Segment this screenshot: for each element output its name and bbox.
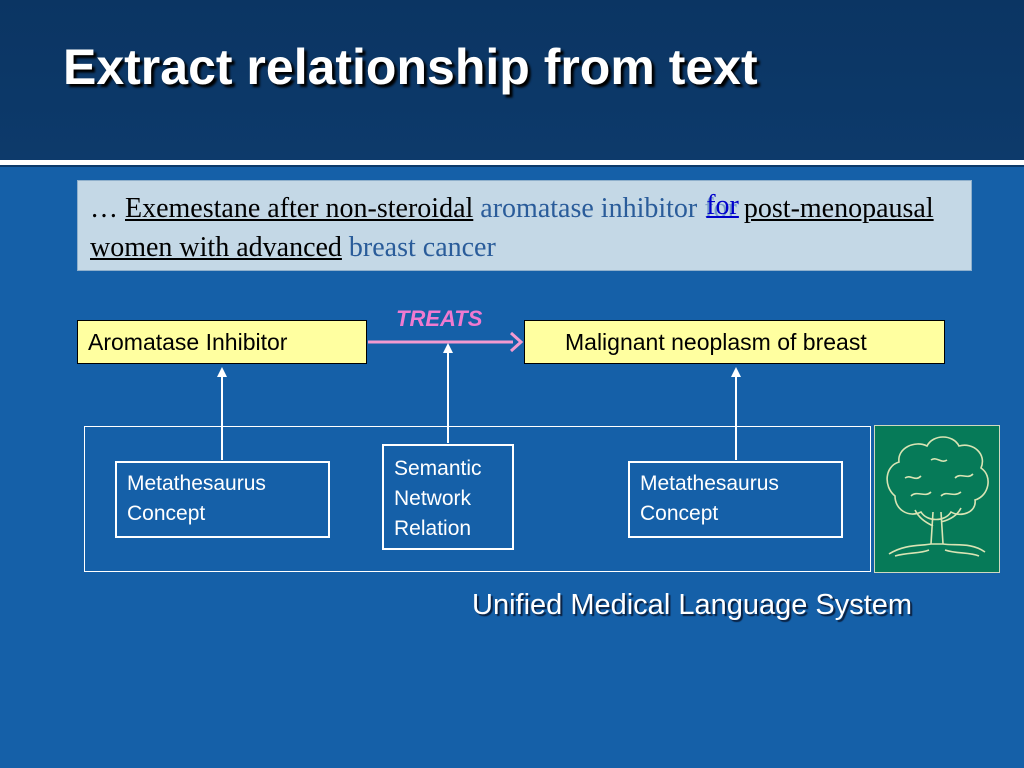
sentence-part-1: Exemestane after non-steroidal bbox=[125, 193, 474, 224]
box-line: Concept bbox=[640, 502, 719, 525]
sentence-drug-class: aromatase inhibitor bbox=[480, 193, 698, 224]
title-divider bbox=[0, 160, 1024, 165]
source-concept-box: Aromatase Inhibitor bbox=[77, 320, 367, 364]
box-line: Network bbox=[394, 487, 472, 510]
metathesaurus-concept-left: Metathesaurus Concept bbox=[115, 461, 330, 538]
target-concept-box: Malignant neoplasm of breast bbox=[524, 320, 945, 364]
slide-title: Extract relationship from text bbox=[63, 39, 758, 95]
sentence-disease: breast cancer bbox=[348, 232, 496, 263]
umls-outline bbox=[84, 426, 871, 572]
umls-caption: Unified Medical Language System bbox=[472, 589, 913, 621]
sentence-for-link[interactable]: for bbox=[706, 190, 739, 221]
box-line: Metathesaurus bbox=[640, 472, 779, 495]
box-line: Semantic bbox=[394, 457, 482, 480]
treats-arrowhead bbox=[509, 331, 524, 353]
tree-icon bbox=[886, 436, 989, 557]
sentence-for-ghost: for bbox=[704, 193, 737, 224]
sentence-part-3: post-menopausal women with advanced bbox=[90, 193, 934, 263]
example-sentence: … Exemestane after non-steroidal aromata… bbox=[90, 189, 965, 267]
example-sentence-box: … Exemestane after non-steroidal aromata… bbox=[77, 180, 972, 271]
relation-label: TREATS bbox=[396, 306, 483, 331]
semantic-network-relation: Semantic Network Relation bbox=[382, 444, 514, 550]
source-concept-label: Aromatase Inhibitor bbox=[88, 329, 288, 355]
target-concept-label: Malignant neoplasm of breast bbox=[565, 329, 867, 355]
metathesaurus-concept-right: Metathesaurus Concept bbox=[628, 461, 843, 538]
title-band bbox=[0, 0, 1024, 160]
box-line: Metathesaurus bbox=[127, 472, 266, 495]
umls-logo bbox=[874, 425, 1000, 573]
box-line: Relation bbox=[394, 517, 472, 540]
title-divider-shadow bbox=[0, 165, 1024, 167]
box-line: Concept bbox=[127, 502, 206, 525]
sentence-ellipsis: … bbox=[90, 193, 118, 224]
